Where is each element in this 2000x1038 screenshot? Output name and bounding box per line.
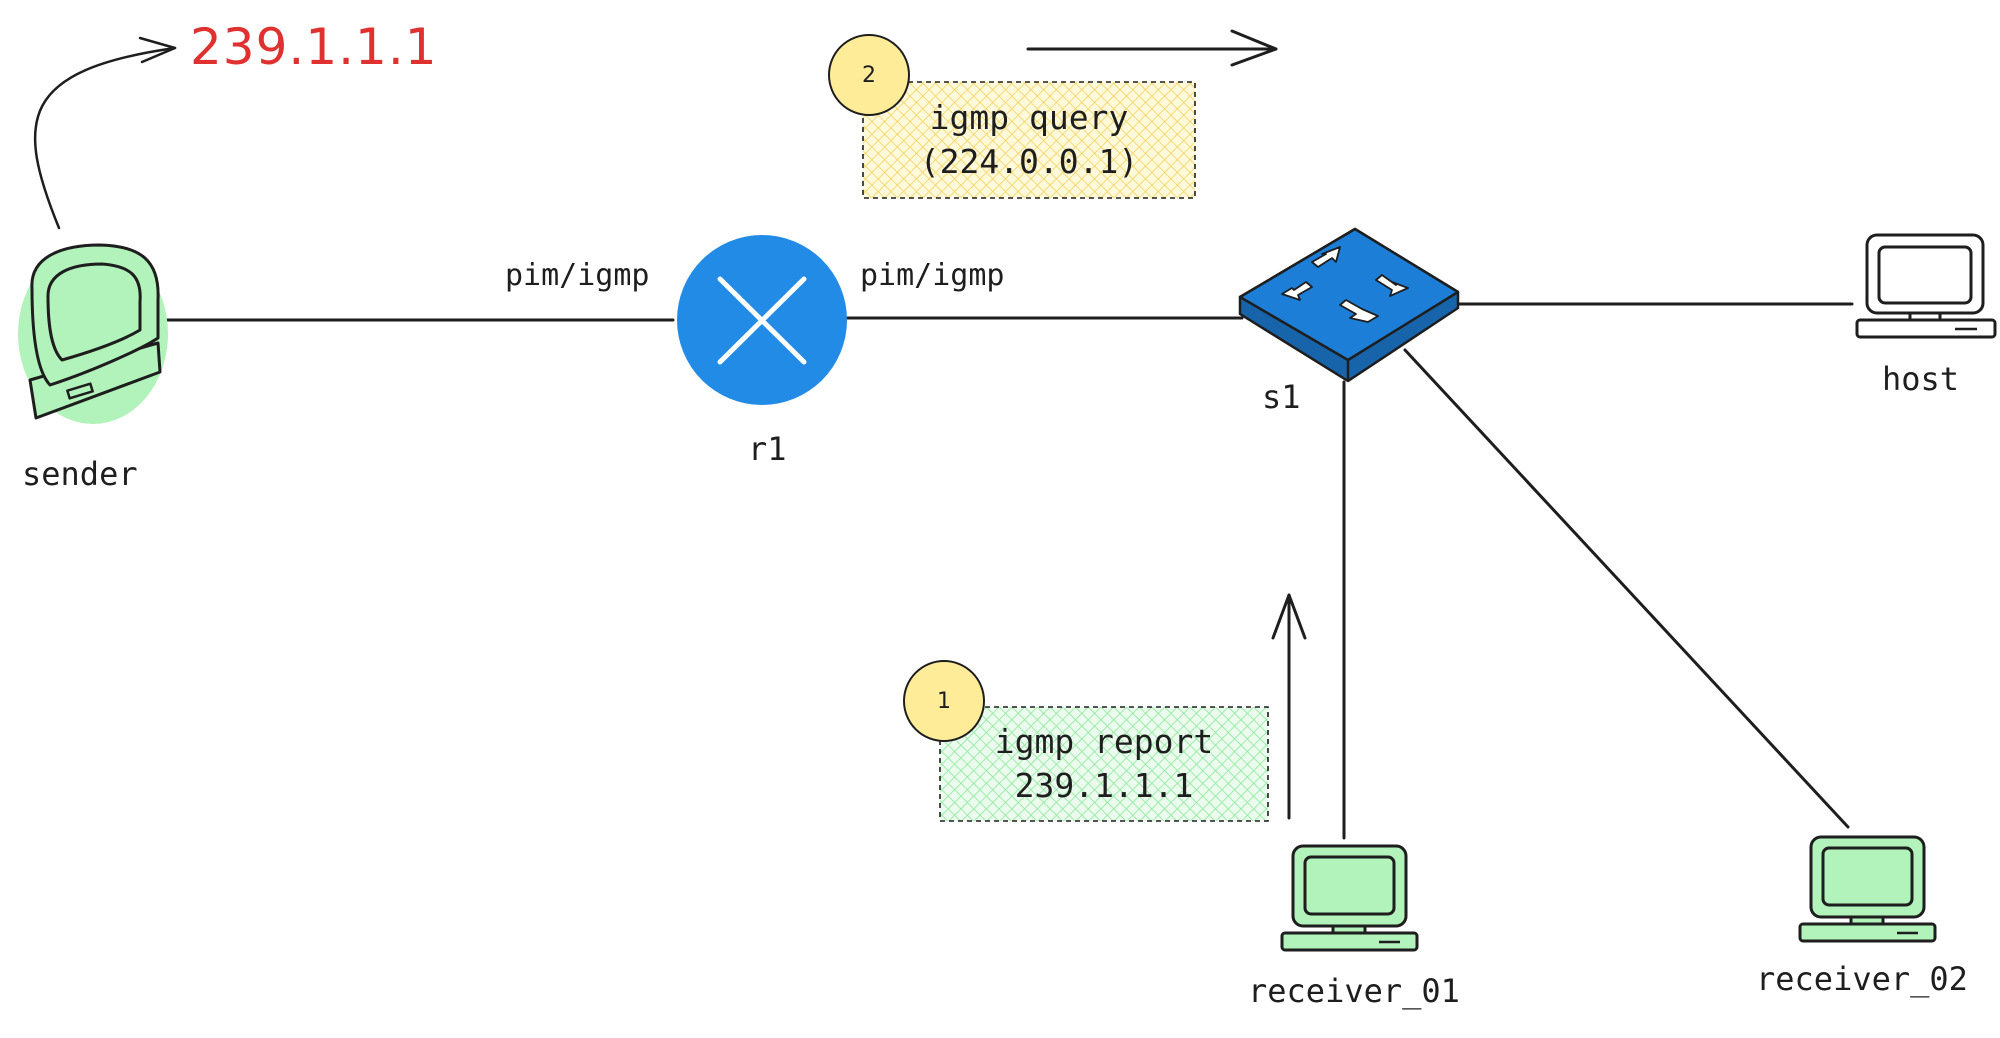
node-label-sender: sender [22,455,138,493]
igmp-query-box [862,81,1196,199]
node-label-s1: s1 [1262,378,1301,416]
link-s1-receiver-02 [1403,348,1850,829]
monitor-icon [18,243,168,424]
multicast-send-arrow [33,36,177,230]
step-badge-1: 1 [903,660,985,742]
router-icon [677,235,847,405]
link-label-sender-r1: pim/igmp [505,258,650,293]
report-arrow [1271,593,1307,820]
igmp-query-line2: (224.0.0.1) [919,142,1139,181]
switch-icon [1238,227,1460,383]
desktop-computer-icon [1280,844,1419,952]
igmp-report-line2: 239.1.1.1 [1014,766,1194,805]
node-label-r1: r1 [748,430,787,468]
node-label-host: host [1882,360,1960,398]
node-label-receiver-01: receiver_01 [1248,972,1460,1010]
igmp-query-line1: igmp query [929,98,1129,137]
igmp-report-line1: igmp report [994,722,1214,761]
igmp-report-text: igmp report 239.1.1.1 [940,707,1268,821]
desktop-computer-icon [1798,835,1937,943]
igmp-query-text: igmp query (224.0.0.1) [863,82,1195,198]
laptop-icon [1855,233,1997,339]
multicast-group-label: 239.1.1.1 [190,18,438,76]
node-label-receiver-02: receiver_02 [1756,960,1968,998]
query-arrow [1026,29,1278,67]
link-label-r1-s1: pim/igmp [860,258,1005,293]
step-badge-2: 2 [828,34,910,116]
igmp-report-box [939,706,1269,822]
